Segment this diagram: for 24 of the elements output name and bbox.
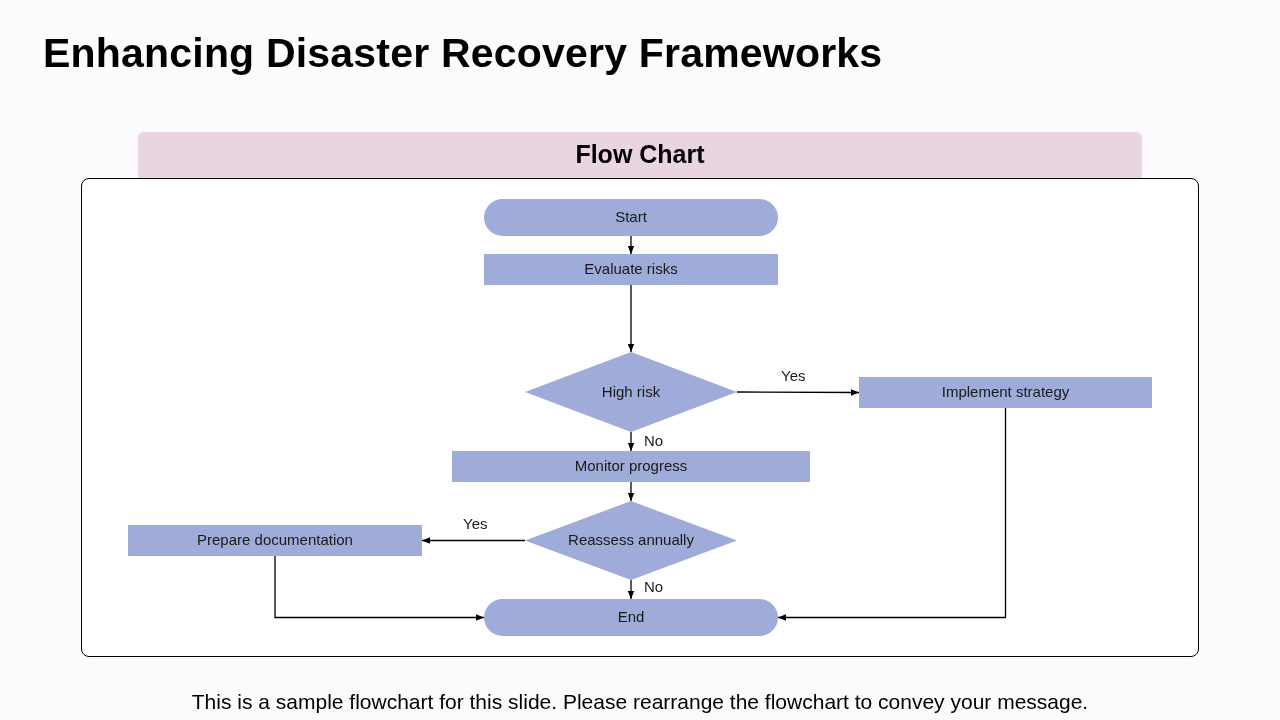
edge-label: No [644, 578, 664, 597]
header-band: Flow Chart [138, 132, 1142, 178]
decision-diamond: Reassess annually [525, 501, 737, 580]
arrow [627, 235, 635, 255]
edge-label: No [644, 432, 664, 451]
caption: This is a sample flowchart for this slide. Please rearrange the flowchart to convey your message. [190, 689, 1090, 715]
arrow [421, 537, 526, 544]
arrow [736, 389, 860, 396]
edge-label: Yes [781, 367, 806, 386]
terminal-pill: End [484, 599, 778, 636]
process-box: Prepare documentation [128, 525, 422, 556]
process-box: Monitor progress [452, 451, 810, 482]
arrow [627, 284, 635, 353]
arrow [627, 431, 635, 452]
edge-label: Yes [463, 515, 488, 534]
arrow [627, 481, 635, 502]
arrow [274, 555, 485, 621]
process-box: Implement strategy [859, 377, 1152, 408]
terminal-pill: Start [484, 199, 778, 236]
arrow [777, 407, 1007, 621]
process-box: Evaluate risks [484, 254, 778, 285]
title: Enhancing Disaster Recovery Frameworks [43, 29, 883, 78]
arrow [627, 579, 635, 600]
decision-diamond: High risk [525, 352, 737, 432]
